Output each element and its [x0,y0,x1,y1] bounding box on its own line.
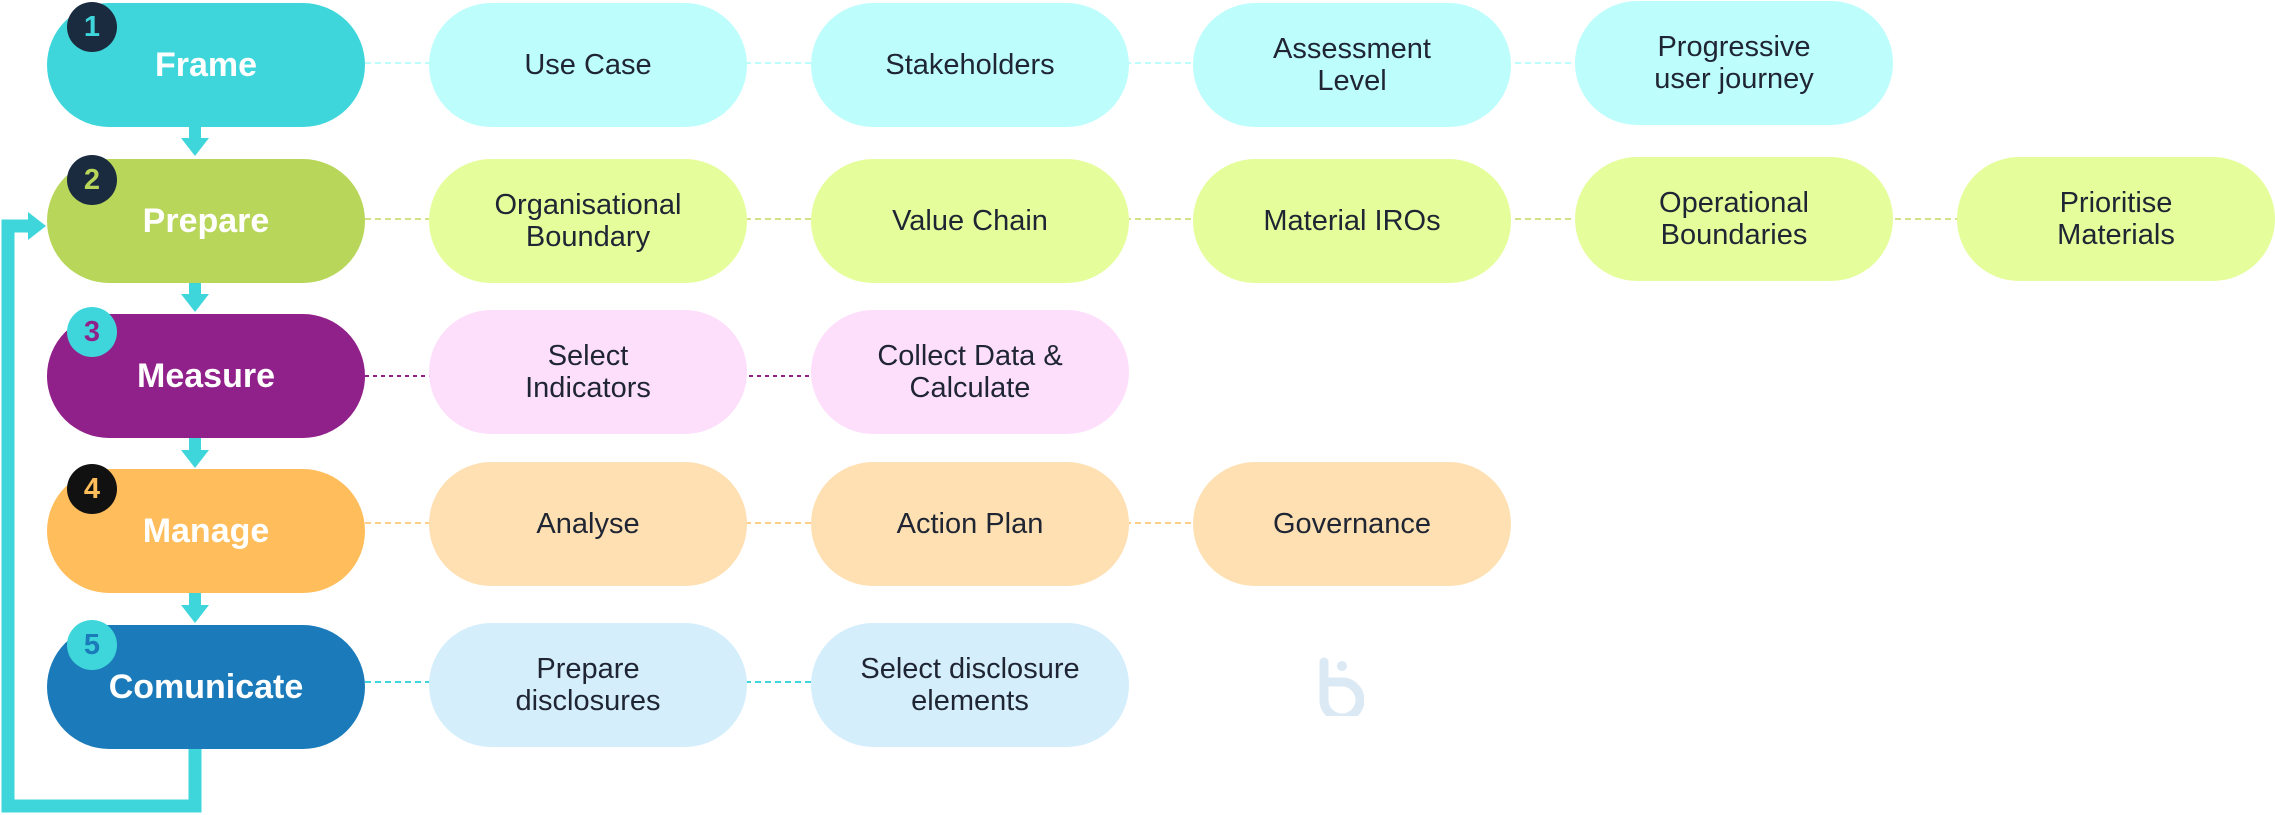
stage-number-badge: 5 [67,620,117,670]
step-pill: Material IROs [1193,159,1511,283]
arrow-shaft-2 [189,280,201,296]
step-pill: Action Plan [811,462,1129,586]
step-pill: Progressive user journey [1575,1,1893,125]
stage-label: Frame [154,45,258,84]
stage-label: Measure [137,356,275,395]
stage-label: Prepare [142,201,270,240]
feedback-loop-line [1,219,202,813]
arrow-down-icon-3 [181,450,209,468]
stage-number-badge: 3 [67,307,117,357]
step-pill: Assessment Level [1193,3,1511,127]
down-arrows [181,124,209,623]
step-pill: Governance [1193,462,1511,586]
step-pill: Select Indicators [429,310,747,434]
b-logo-icon [1319,657,1364,716]
feedback-arrow-icon [28,212,46,240]
step-pill: Prepare disclosures [429,623,747,747]
stage-number-badge: 1 [67,2,117,52]
arrow-down-icon-2 [181,294,209,312]
step-pill: Prioritise Materials [1957,157,2275,281]
stage-label: Manage [142,511,270,550]
step-pill: Stakeholders [811,3,1129,127]
step-pill: Value Chain [811,159,1129,283]
stage-number-badge: 2 [67,155,117,205]
arrow-down-icon-1 [181,138,209,156]
stage-label: Comunicate [108,667,304,706]
arrow-shaft-4 [189,591,201,607]
stage-measure: Measure [47,314,365,438]
arrow-down-icon-4 [181,605,209,623]
step-pill: Use Case [429,3,747,127]
arrow-shaft-1 [189,124,201,140]
stage-number-badge: 4 [67,464,117,514]
step-pill: Operational Boundaries [1575,157,1893,281]
step-pill: Organisational Boundary [429,159,747,283]
step-pill: Analyse [429,462,747,586]
step-pill: Collect Data & Calculate [811,310,1129,434]
step-pill: Select disclosure elements [811,623,1129,747]
arrow-shaft-3 [189,436,201,452]
